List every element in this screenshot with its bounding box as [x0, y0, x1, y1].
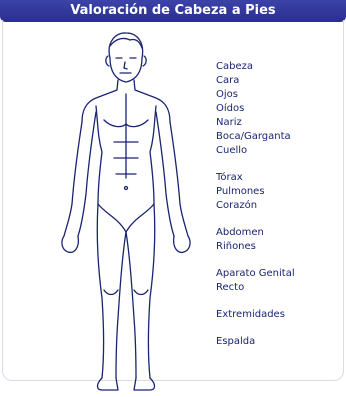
body-figure	[40, 28, 210, 396]
label-espalda: Espalda	[216, 335, 342, 349]
label-torax: Tórax	[216, 171, 342, 185]
group-abdomen: Abdomen Riñones	[216, 226, 342, 254]
group-chest: Tórax Pulmones Corazón	[216, 171, 342, 213]
label-recto: Recto	[216, 281, 342, 295]
label-ojos: Ojos	[216, 88, 342, 102]
head-outline	[106, 33, 146, 82]
label-pulmones: Pulmones	[216, 185, 342, 199]
torso-outline	[82, 80, 170, 204]
label-nariz: Nariz	[216, 116, 342, 130]
legs-outline	[97, 204, 155, 390]
group-back: Espalda	[216, 335, 342, 349]
label-cabeza: Cabeza	[216, 60, 342, 74]
label-cara: Cara	[216, 74, 342, 88]
label-extremidades: Extremidades	[216, 308, 342, 322]
label-boca-garganta: Boca/Garganta	[216, 130, 342, 144]
label-aparato-genital: Aparato Genital	[216, 267, 342, 281]
body-regions-list: Cabeza Cara Ojos Oídos Nariz Boca/Gargan…	[216, 60, 342, 362]
label-rinones: Riñones	[216, 240, 342, 254]
group-head: Cabeza Cara Ojos Oídos Nariz Boca/Gargan…	[216, 60, 342, 158]
label-cuello: Cuello	[216, 144, 342, 158]
header-banner: Valoración de Cabeza a Pies	[0, 0, 346, 22]
label-oidos: Oídos	[216, 102, 342, 116]
group-genital: Aparato Genital Recto	[216, 267, 342, 295]
label-corazon: Corazón	[216, 199, 342, 213]
group-extremities: Extremidades	[216, 308, 342, 322]
label-abdomen: Abdomen	[216, 226, 342, 240]
page-title: Valoración de Cabeza a Pies	[70, 3, 275, 18]
